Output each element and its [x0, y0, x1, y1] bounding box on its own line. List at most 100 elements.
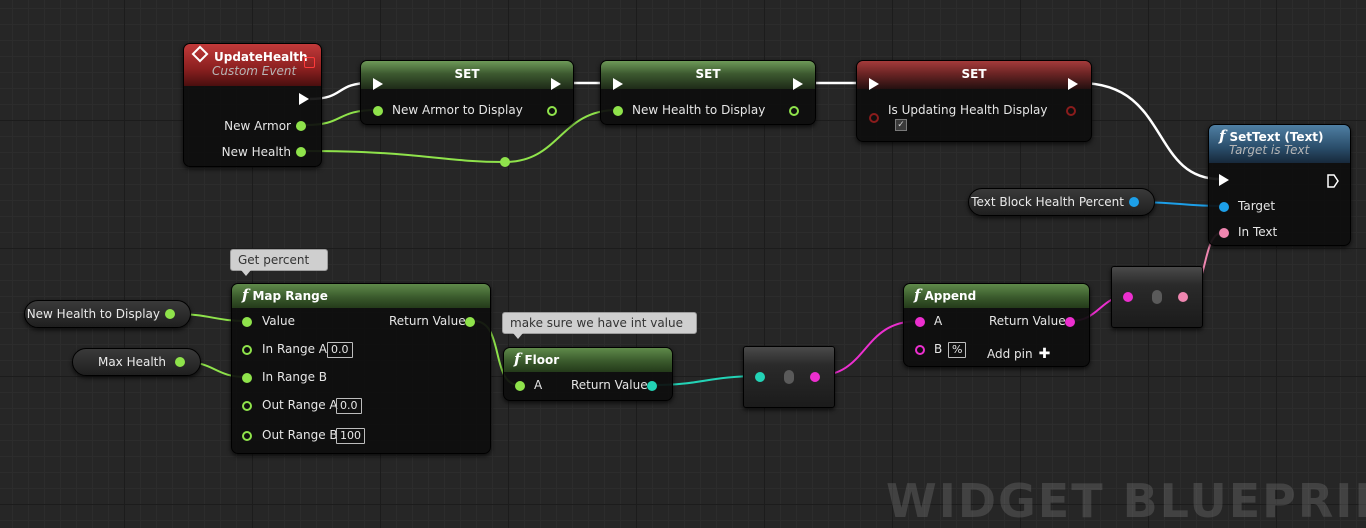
in-text-pin[interactable]: [1219, 228, 1229, 238]
exec-in-pin[interactable]: [373, 78, 383, 90]
set-header: SET: [601, 61, 815, 89]
conversion-knob: [1152, 290, 1162, 304]
pin-label: In Range B: [262, 370, 328, 384]
set-header: SET: [857, 61, 1091, 89]
set-new-armor-node[interactable]: SET New Armor to Display: [360, 60, 574, 125]
append-title: Append: [924, 289, 977, 303]
out-range-a-pin[interactable]: [242, 401, 252, 411]
pin-label: In Range A: [262, 342, 328, 356]
checkbox-checked[interactable]: ✓: [895, 119, 907, 131]
function-icon: f: [514, 350, 521, 368]
conversion-out-pin[interactable]: [810, 372, 820, 382]
comment-text: make sure we have int value: [510, 316, 683, 330]
in-range-b-pin[interactable]: [242, 373, 252, 383]
text-block-health-percent-getter[interactable]: Text Block Health Percent: [968, 188, 1155, 216]
variable-out-pin[interactable]: [1129, 197, 1139, 207]
function-icon: f: [1219, 127, 1226, 145]
event-diamond-icon: [191, 45, 209, 63]
add-pin-label: Add pin: [987, 347, 1033, 361]
is-updating-out-pin[interactable]: [1066, 106, 1076, 116]
value-in-pin[interactable]: [242, 317, 252, 327]
set-new-health-node[interactable]: SET New Health to Display: [600, 60, 816, 125]
in-range-a-field[interactable]: 0.0: [327, 342, 353, 358]
pin-label-new-health: New Health: [221, 145, 291, 159]
comment-bubble-int-value[interactable]: make sure we have int value: [502, 312, 697, 339]
plus-icon: ✚: [1038, 346, 1051, 362]
pin-label-new-armor: New Armor: [224, 119, 291, 133]
pin-label: Out Range B: [262, 428, 338, 442]
out-range-b-pin[interactable]: [242, 431, 252, 441]
return-value-out-pin[interactable]: [465, 317, 475, 327]
exec-in-pin[interactable]: [1219, 174, 1229, 186]
int-to-string-conversion-node[interactable]: [743, 346, 835, 408]
new-health-in-pin[interactable]: [613, 106, 623, 116]
new-armor-in-pin[interactable]: [373, 106, 383, 116]
variable-label: Max Health: [97, 355, 166, 369]
pin-label-target: Target: [1238, 199, 1276, 213]
conversion-out-pin[interactable]: [1178, 292, 1188, 302]
new-health-to-display-getter[interactable]: New Health to Display: [24, 300, 191, 328]
exec-out-pin[interactable]: [1068, 78, 1078, 90]
a-in-pin[interactable]: [915, 317, 925, 327]
exec-in-pin[interactable]: [869, 78, 879, 90]
return-value-out-pin[interactable]: [1065, 317, 1075, 327]
conversion-in-pin[interactable]: [755, 372, 765, 382]
comment-bubble-get-percent[interactable]: Get percent: [230, 249, 328, 276]
set-is-updating-node[interactable]: SET Is Updating Health Display ✓: [856, 60, 1092, 142]
set-pin-label: Is Updating Health Display: [888, 103, 1048, 117]
exec-in-pin[interactable]: [613, 78, 623, 90]
add-pin-button[interactable]: Add pin ✚: [987, 346, 1050, 362]
map-range-title: Map Range: [252, 289, 328, 303]
conversion-knob: [784, 370, 794, 384]
return-value-out-pin[interactable]: [647, 381, 657, 391]
bool-wire: [305, 150, 506, 163]
exec-out-pin[interactable]: [551, 78, 561, 90]
event-header: UpdateHealth Custom Event: [184, 44, 321, 86]
b-value-field[interactable]: %: [948, 342, 967, 358]
b-in-pin[interactable]: [915, 345, 925, 355]
new-armor-out-pin[interactable]: [547, 106, 557, 116]
set-header: SET: [361, 61, 573, 89]
variable-label: New Health to Display: [26, 307, 160, 321]
new-armor-out-pin[interactable]: [296, 121, 306, 131]
pin-label: Out Range A: [262, 398, 338, 412]
floor-title: Floor: [524, 353, 560, 367]
exec-out-pin[interactable]: [793, 78, 803, 90]
out-range-a-field[interactable]: 0.0: [336, 398, 362, 414]
variable-out-pin[interactable]: [165, 309, 175, 319]
is-updating-in-pin[interactable]: [869, 113, 879, 123]
return-value-label: Return Value: [389, 314, 466, 328]
event-subtitle: Custom Event: [212, 64, 297, 78]
set-pin-label: New Armor to Display: [392, 103, 523, 117]
pin-label-a: A: [534, 378, 543, 392]
return-value-label: Return Value: [989, 314, 1066, 328]
function-icon: f: [242, 286, 249, 304]
exec-out-pin[interactable]: [1327, 173, 1339, 192]
function-icon: f: [914, 286, 921, 304]
max-health-getter[interactable]: Max Health: [72, 348, 201, 376]
delegate-pin-icon[interactable]: [304, 57, 315, 68]
new-health-out-pin[interactable]: [296, 147, 306, 157]
string-to-text-conversion-node[interactable]: [1111, 266, 1203, 328]
exec-outline-icon: [1327, 174, 1339, 188]
target-in-pin[interactable]: [1219, 202, 1229, 212]
conversion-in-pin[interactable]: [1123, 292, 1133, 302]
variable-out-pin[interactable]: [175, 357, 185, 367]
in-range-a-pin[interactable]: [242, 345, 252, 355]
update-health-event-node[interactable]: UpdateHealth Custom Event New Armor New …: [183, 43, 322, 167]
return-value-label: Return Value: [571, 378, 648, 392]
out-range-b-field[interactable]: 100: [336, 428, 365, 444]
exec-out-pin[interactable]: [299, 93, 309, 105]
settext-subtitle: Target is Text: [1229, 143, 1310, 157]
variable-label: Text Block Health Percent: [971, 195, 1124, 209]
new-health-out-pin[interactable]: [789, 106, 799, 116]
a-in-pin[interactable]: [515, 381, 525, 391]
